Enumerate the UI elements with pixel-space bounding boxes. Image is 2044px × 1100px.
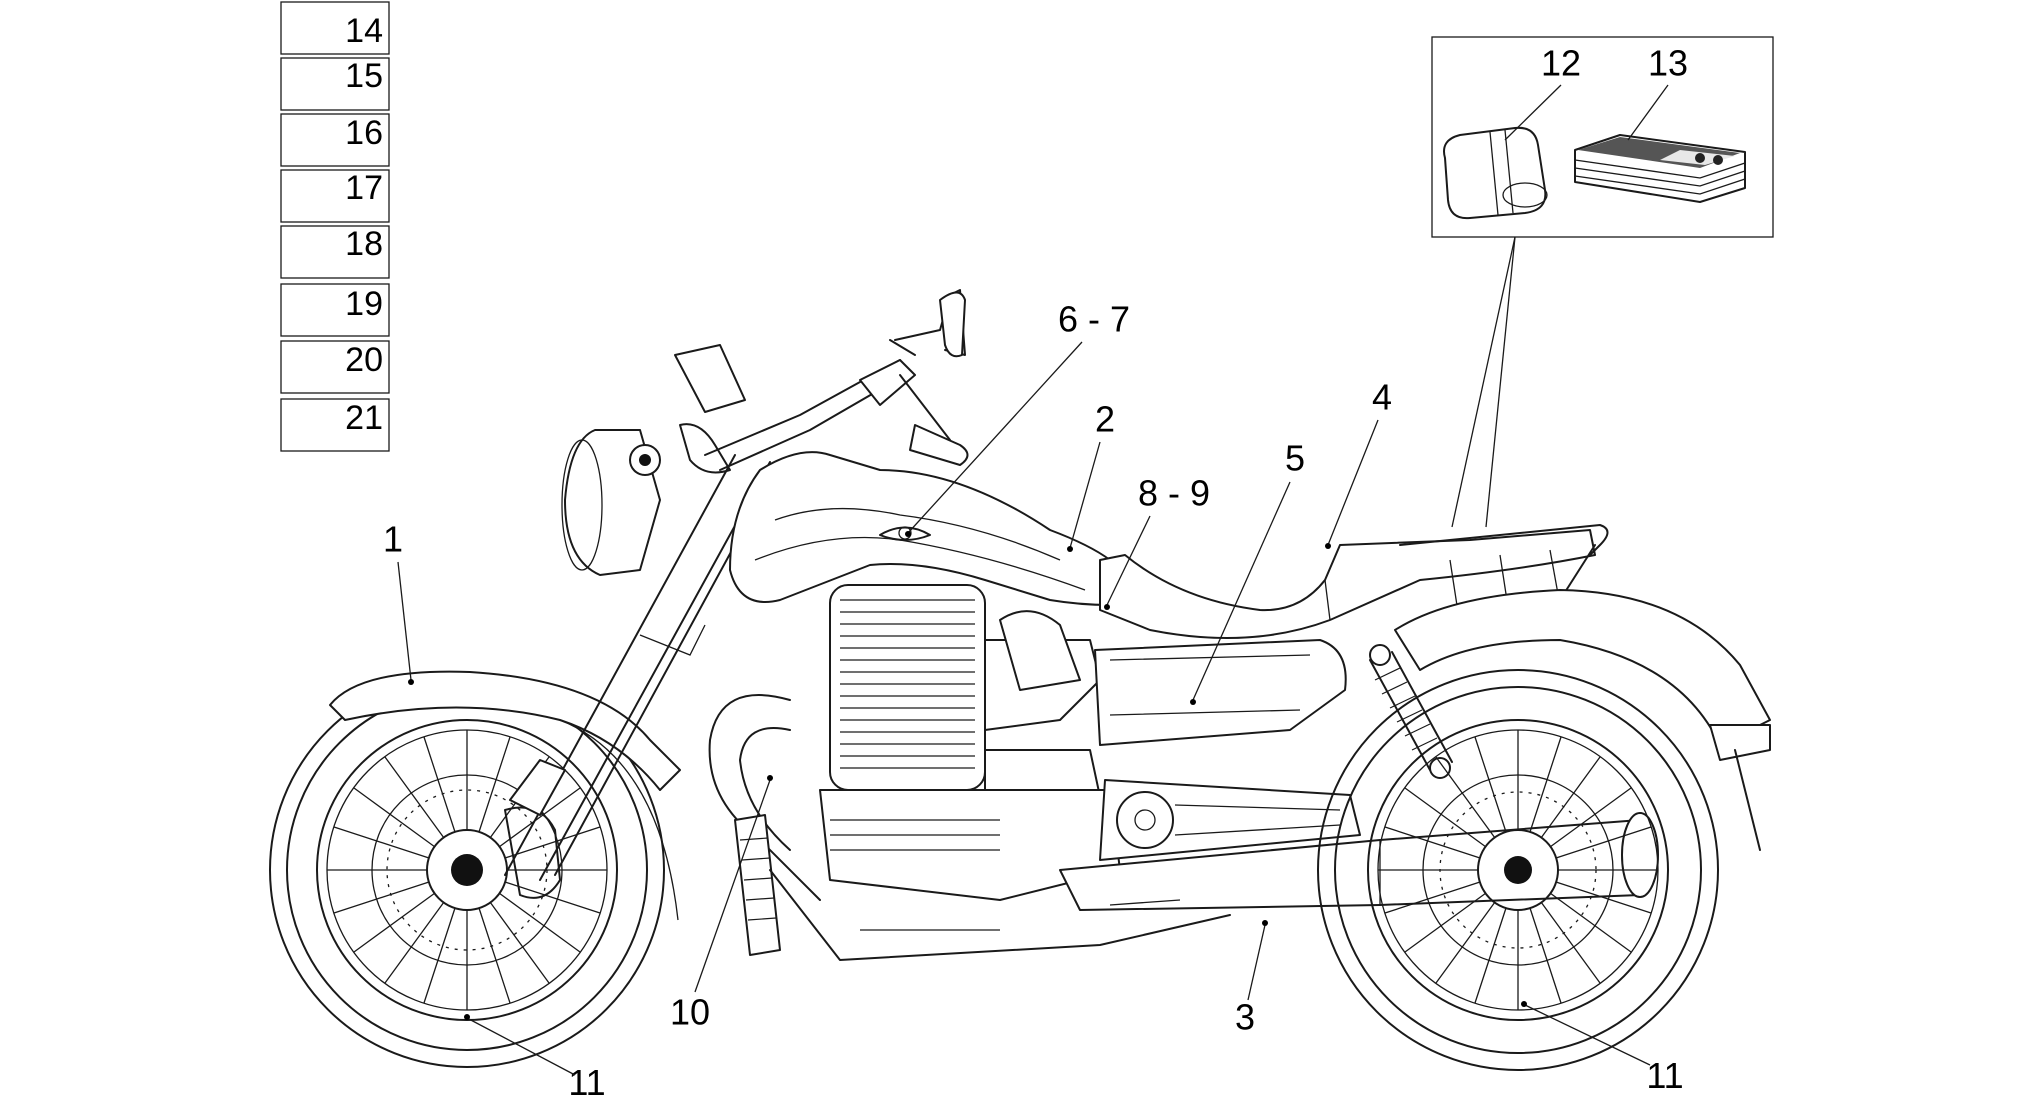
leader-line-6-7 — [907, 341, 1083, 534]
callout-label-3: 3 — [1235, 997, 1255, 1038]
leader-line-2 — [1069, 441, 1101, 549]
tool-pouch-drawing — [1443, 126, 1548, 220]
part-number-box: 16 — [280, 113, 390, 167]
front-fork-drawing — [504, 454, 781, 881]
part-number-label: 20 — [345, 341, 383, 379]
part-number-label: 19 — [345, 285, 383, 323]
silencer-drawing — [1059, 812, 1659, 911]
leader-line-8-9 — [1106, 515, 1151, 606]
callout-label-13: 13 — [1648, 43, 1688, 84]
leader-line-11-front — [466, 1017, 576, 1076]
callout-label-6-7: 6 - 7 — [1058, 299, 1130, 340]
swingarm-drawing — [1099, 779, 1361, 861]
exhaust-header-drawing — [708, 694, 821, 956]
front-fender-drawing — [329, 670, 681, 791]
part-number-label: 21 — [345, 399, 383, 437]
rear-fender-drawing — [1394, 589, 1771, 746]
part-number-label: 18 — [345, 225, 383, 263]
callout-label-5: 5 — [1285, 438, 1305, 479]
callout-label-11-front: 11 — [568, 1062, 605, 1100]
rear-wheel-spokes — [1378, 730, 1658, 1010]
part-number-box: 18 — [280, 225, 390, 279]
leader-line-inset-a — [1451, 236, 1516, 528]
leader-line-1 — [397, 561, 412, 681]
part-number-label: 15 — [345, 57, 383, 95]
callout-label-12: 12 — [1541, 43, 1581, 84]
leader-line-5 — [1192, 481, 1291, 701]
part-number-box: 19 — [280, 283, 390, 337]
part-number-box: 15 — [280, 57, 390, 111]
leader-line-3 — [1247, 924, 1266, 1001]
fuel-tank-drawing — [729, 451, 1111, 606]
part-number-label: 16 — [345, 114, 383, 152]
part-number-box: 17 — [280, 169, 390, 223]
leader-line-13 — [1627, 84, 1669, 141]
rear-shock-drawing — [1369, 644, 1453, 779]
callout-label-4: 4 — [1372, 377, 1392, 418]
callout-label-11-rear: 11 — [1646, 1055, 1683, 1096]
callout-label-8-9: 8 - 9 — [1138, 473, 1210, 514]
motorcycle-drawing — [269, 289, 1771, 1071]
engine-drawing — [819, 584, 1121, 901]
part-number-box: 14 — [280, 1, 390, 55]
side-panel-drawing — [1094, 639, 1347, 746]
callout-label-10: 10 — [670, 992, 710, 1033]
headlight-drawing — [561, 429, 661, 576]
part-number-box: 20 — [280, 340, 390, 394]
callout-label-2: 2 — [1095, 399, 1115, 440]
leader-line-inset-b — [1485, 236, 1516, 528]
callouts: 1 2 3 4 5 6 - 7 8 - 9 10 11 11 — [383, 299, 1684, 1100]
front-wheel-drawing — [269, 672, 665, 1068]
leader-line-11-rear — [1524, 1004, 1651, 1066]
part-number-box: 21 — [280, 398, 390, 452]
callout-label-1: 1 — [383, 519, 403, 560]
rear-wheel-drawing — [1317, 669, 1719, 1071]
license-bracket-drawing — [1734, 749, 1761, 851]
handlebar-drawing — [674, 289, 969, 474]
accessory-inset: 12 13 — [1431, 36, 1774, 528]
tail-light-drawing — [1709, 724, 1771, 761]
seat-drawing — [1099, 529, 1596, 639]
leader-line-12 — [1504, 84, 1562, 141]
leader-line-4 — [1327, 419, 1379, 546]
leader-line-10 — [694, 779, 771, 993]
part-number-label: 17 — [345, 169, 383, 207]
owner-manual-drawing — [1574, 134, 1746, 203]
part-number-box-list: 14 15 16 17 18 19 20 21 — [280, 1, 390, 452]
lower-frame-drawing — [769, 869, 1231, 961]
part-number-label: 14 — [345, 12, 383, 50]
